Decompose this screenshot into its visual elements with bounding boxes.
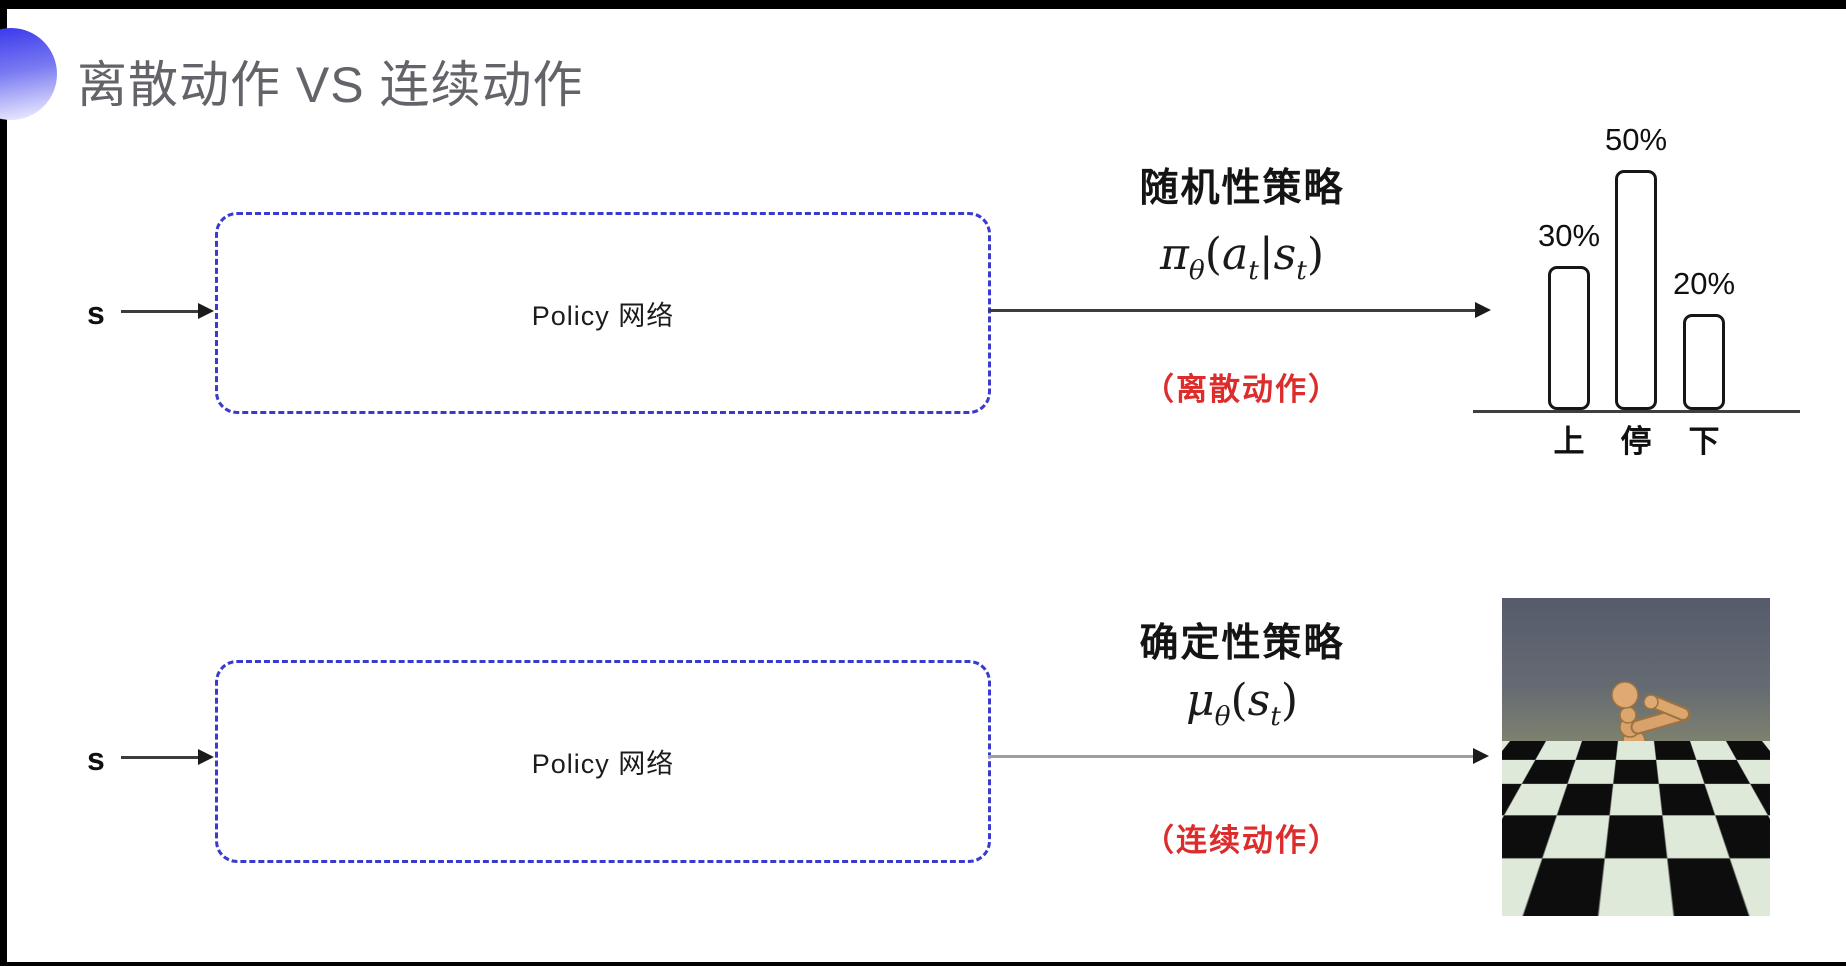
policy-network-label-row1: Policy 网络 <box>531 300 675 331</box>
bar-stop <box>1615 170 1657 410</box>
bar-value-stop: 50% <box>1604 122 1668 157</box>
stochastic-policy-formula: πθ(at|st) <box>1159 229 1325 286</box>
formula-pi: π <box>1159 229 1189 280</box>
title-bullet-icon <box>0 28 57 120</box>
bar-category-up: 上 <box>1553 424 1585 459</box>
state-input-label-row1: s <box>87 295 105 331</box>
bar-category-stop: 停 <box>1620 424 1652 459</box>
bar-category-down: 下 <box>1688 424 1720 459</box>
continuous-action-note: （连续动作） <box>1143 823 1341 858</box>
state-input-label-row2: s <box>87 741 105 777</box>
bar-up <box>1548 266 1590 410</box>
bar-value-up: 30% <box>1537 218 1601 253</box>
arrow-state-to-policy-row2 <box>121 749 214 765</box>
arrow-policy-to-simulation <box>988 748 1489 764</box>
policy-network-box-row1: Policy 网络 <box>215 212 991 414</box>
humanoid-robot-figure <box>1574 681 1691 909</box>
formula-mu: μ <box>1185 675 1215 726</box>
formula-theta-sub: θ <box>1188 254 1205 286</box>
policy-network-box-row2: Policy 网络 <box>215 660 991 863</box>
arrow-policy-to-distribution <box>988 302 1491 318</box>
slide-canvas: 离散动作 VS 连续动作 s Policy 网络 随机性策略 πθ(at|st)… <box>0 9 1846 962</box>
bar-down <box>1683 314 1725 410</box>
humanoid-simulation-image <box>1502 598 1770 916</box>
arrow-state-to-policy-row1 <box>121 303 214 319</box>
bar-value-down: 20% <box>1672 266 1736 301</box>
discrete-action-note: （离散动作） <box>1143 372 1341 407</box>
page-title: 离散动作 VS 连续动作 <box>77 57 584 113</box>
deterministic-policy-formula: μθ(st) <box>1185 675 1299 732</box>
action-probability-bar-chart: 30% 50% 20% 上 停 下 <box>1473 104 1800 459</box>
stochastic-policy-label: 随机性策略 <box>1139 167 1345 210</box>
formula-theta-sub2: θ <box>1214 700 1231 732</box>
deterministic-policy-label: 确定性策略 <box>1139 622 1345 665</box>
policy-network-label-row2: Policy 网络 <box>531 749 675 779</box>
